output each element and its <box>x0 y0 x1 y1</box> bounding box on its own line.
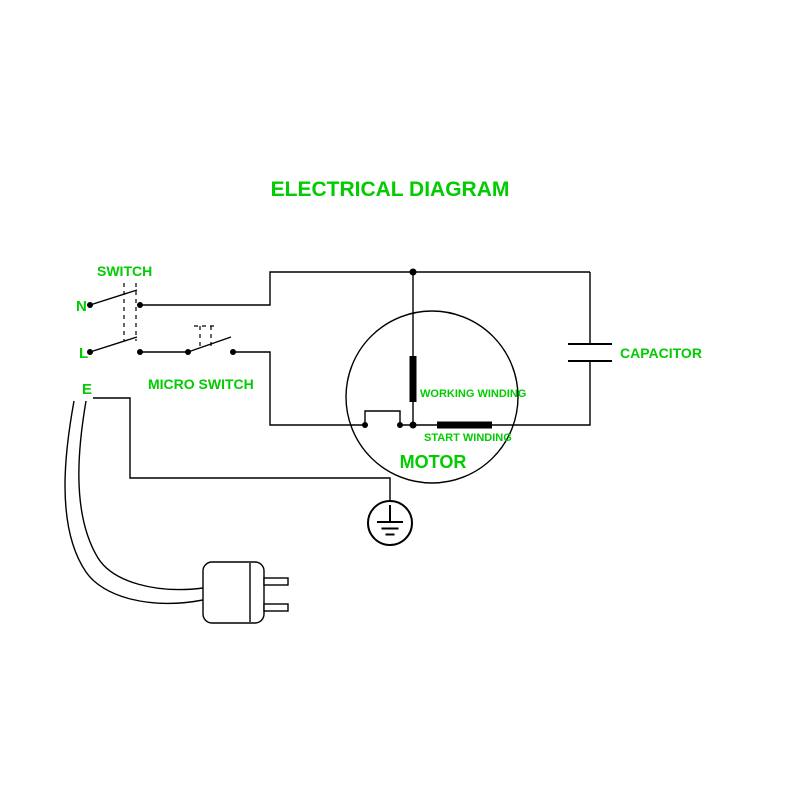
motor-circle <box>345 310 519 484</box>
ground-symbol <box>367 500 413 546</box>
start-winding-right-wire <box>492 361 591 426</box>
plug-body <box>202 561 265 624</box>
micro-switch-symbol <box>185 325 236 355</box>
main-switch <box>87 283 143 355</box>
diagram-labels: ELECTRICAL DIAGRAM SWITCH N L E MICRO SW… <box>76 178 702 472</box>
page-title: ELECTRICAL DIAGRAM <box>271 178 510 201</box>
contact-dot <box>137 302 143 308</box>
terminal-n-label: N <box>76 298 87 315</box>
contact-dot <box>87 302 93 308</box>
micro-switch-blade <box>187 336 232 353</box>
micro-switch-label: MICRO SWITCH <box>148 376 254 392</box>
centrifugal-switch-bridge <box>364 410 401 425</box>
circuit-wires <box>93 271 591 501</box>
plug-pin <box>263 603 289 612</box>
terminal-l-label: L <box>79 345 88 362</box>
contact-dot <box>87 349 93 355</box>
terminal-e-label: E <box>82 381 92 398</box>
centrifugal-contact-dot <box>397 422 403 428</box>
contact-dot <box>137 349 143 355</box>
switch-blade-n <box>89 289 138 306</box>
power-cable <box>64 400 204 605</box>
capacitor-symbol <box>568 343 612 362</box>
motor-symbol <box>345 268 519 484</box>
start-winding-label: START WINDING <box>424 432 512 444</box>
working-winding-bar <box>409 356 417 402</box>
plug-pin <box>263 577 289 586</box>
cable-outer-curve <box>64 400 204 605</box>
contact-dot <box>230 349 236 355</box>
live-feed-wire <box>233 351 365 426</box>
centrifugal-contact-dot <box>362 422 368 428</box>
switch-label: SWITCH <box>97 263 152 279</box>
ground-circle <box>367 500 413 546</box>
working-winding-label: WORKING WINDING <box>420 388 526 400</box>
power-plug <box>202 561 289 624</box>
capacitor-label: CAPACITOR <box>620 345 702 361</box>
motor-label: MOTOR <box>400 452 467 472</box>
neutral-wire <box>140 271 590 306</box>
junction-dot <box>409 421 417 429</box>
cable-inner-curve <box>78 400 204 591</box>
start-winding-bar <box>437 421 492 429</box>
contact-dot <box>185 349 191 355</box>
earth-wire <box>93 397 391 501</box>
switch-blade-l <box>89 336 138 353</box>
junction-dot <box>409 268 417 276</box>
